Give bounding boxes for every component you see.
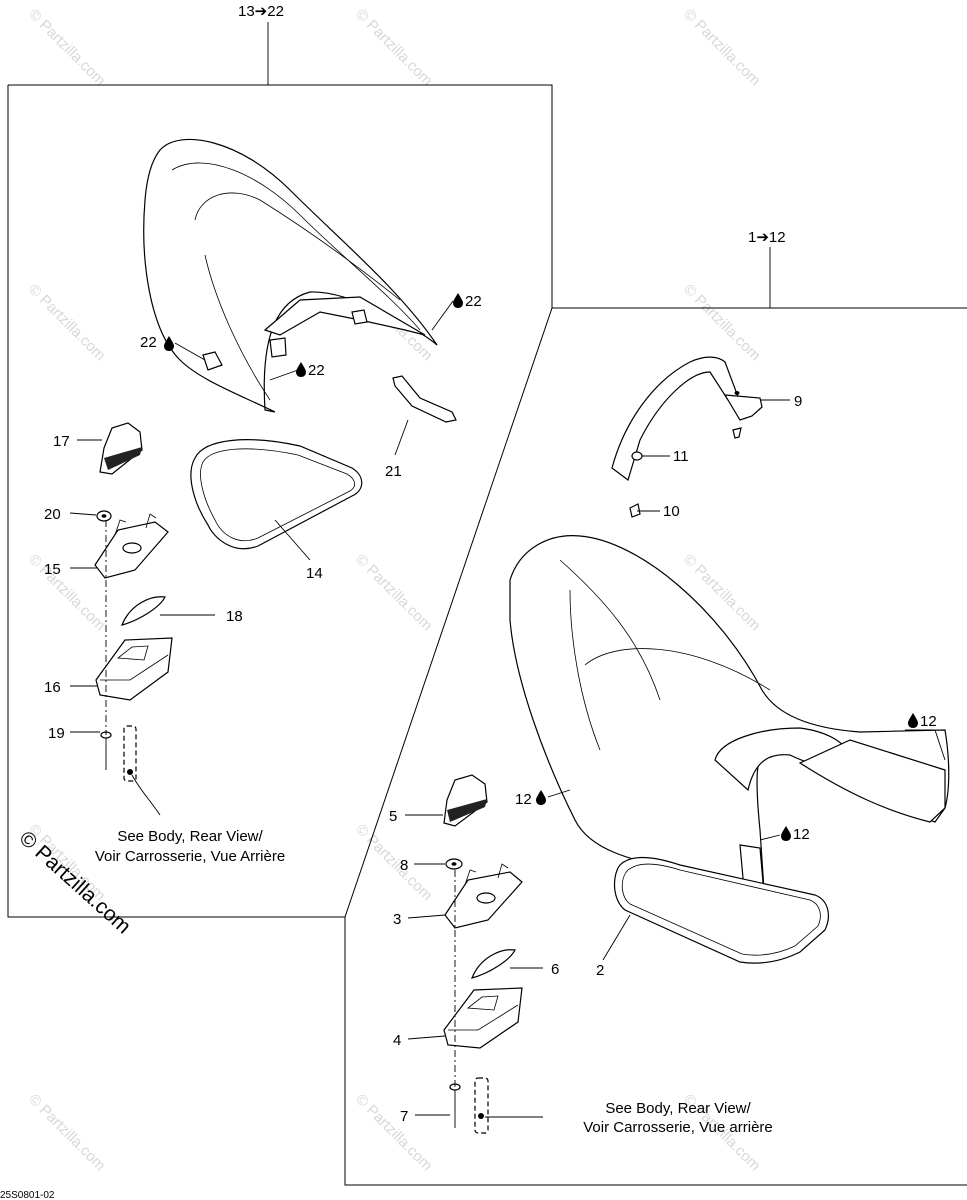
watermark: © Partzilla.com	[352, 551, 435, 634]
front-group-label: 1➔12	[748, 229, 786, 246]
insert-right	[474, 1077, 489, 1134]
seal-14	[190, 439, 363, 550]
group-frames	[7, 22, 967, 1186]
leader-lines	[69, 300, 946, 1118]
watermark: © Partzilla.com	[680, 281, 763, 364]
watermark: © Partzilla.com	[352, 6, 435, 89]
rear-seat	[143, 138, 438, 413]
latch-17	[99, 422, 143, 475]
callout: 7	[400, 1108, 408, 1125]
callout: 9	[794, 393, 802, 410]
watermark: © Partzilla.com	[25, 6, 108, 89]
watermark: © Partzilla.com	[25, 1091, 108, 1174]
adhesive-callout: 12	[793, 826, 810, 843]
adhesive-drop-icon	[296, 362, 306, 377]
nut-11	[631, 451, 643, 461]
rear-group-frame	[7, 84, 553, 918]
insert-left	[123, 725, 137, 782]
callout: 14	[306, 565, 323, 582]
note-left-line1: See Body, Rear View/	[117, 828, 263, 845]
watermark: © Partzilla.com	[25, 281, 108, 364]
adhesive-callout: 12	[920, 713, 937, 730]
callout: 16	[44, 679, 61, 696]
adhesive-drop-icon	[908, 713, 918, 728]
note-right-line1: See Body, Rear View/	[605, 1100, 751, 1117]
notes: See Body, Rear View/ Voir Carrosserie, V…	[95, 828, 773, 1136]
callout: 17	[53, 433, 70, 450]
watermark: © Partzilla.com	[352, 821, 435, 904]
plate-15	[94, 513, 169, 579]
watermark: © Partzilla.com	[680, 6, 763, 89]
callout: 8	[400, 857, 408, 874]
callout: 21	[385, 463, 402, 480]
adhesive-callout: 12	[515, 791, 532, 808]
base-16	[95, 637, 173, 701]
strap-9	[611, 356, 763, 481]
adhesive-callout: 22	[308, 362, 325, 379]
adhesive-callouts: 22 22 22 12 12 12	[140, 293, 937, 843]
clip-18	[120, 596, 166, 626]
watermark: © Partzilla.com	[352, 1091, 435, 1174]
callout: 6	[551, 961, 559, 978]
seal-2	[614, 856, 829, 964]
callout: 4	[393, 1032, 401, 1049]
callout: 20	[44, 506, 61, 523]
callout: 11	[673, 448, 689, 465]
callout: 3	[393, 911, 401, 928]
base-4	[443, 987, 523, 1049]
adhesive-callout: 22	[465, 293, 482, 310]
plate-3	[444, 863, 523, 929]
adhesive-drop-icon	[536, 790, 546, 805]
front-group-frame-left	[344, 917, 967, 1186]
adhesive-drop-icon	[781, 826, 791, 841]
latch-5	[443, 774, 488, 827]
strap-21	[392, 375, 457, 423]
rivet-19	[100, 731, 112, 770]
adhesive-callout: 22	[140, 334, 157, 351]
callouts: 9 11 10 2 5 8 3 6 4 7 17 20 15 18 16 19 …	[44, 393, 802, 1125]
callout: 15	[44, 561, 61, 578]
rear-group-label: 13➔22	[238, 3, 284, 20]
drawing-code: 25S0801-02	[0, 1190, 55, 1200]
callout: 18	[226, 608, 243, 625]
callout: 10	[663, 503, 680, 520]
screw-10	[629, 503, 641, 518]
clip-6	[470, 949, 516, 979]
callout: 5	[389, 808, 397, 825]
callout: 19	[48, 725, 65, 742]
rivet-7	[449, 1083, 461, 1128]
note-left-line2: Voir Carrosserie, Vue Arrière	[95, 848, 285, 865]
adhesive-drop-icon	[164, 336, 174, 351]
adhesive-drop-icon	[453, 293, 463, 308]
note-right-line2: Voir Carrosserie, Vue arrière	[583, 1119, 773, 1136]
callout: 2	[596, 962, 604, 979]
